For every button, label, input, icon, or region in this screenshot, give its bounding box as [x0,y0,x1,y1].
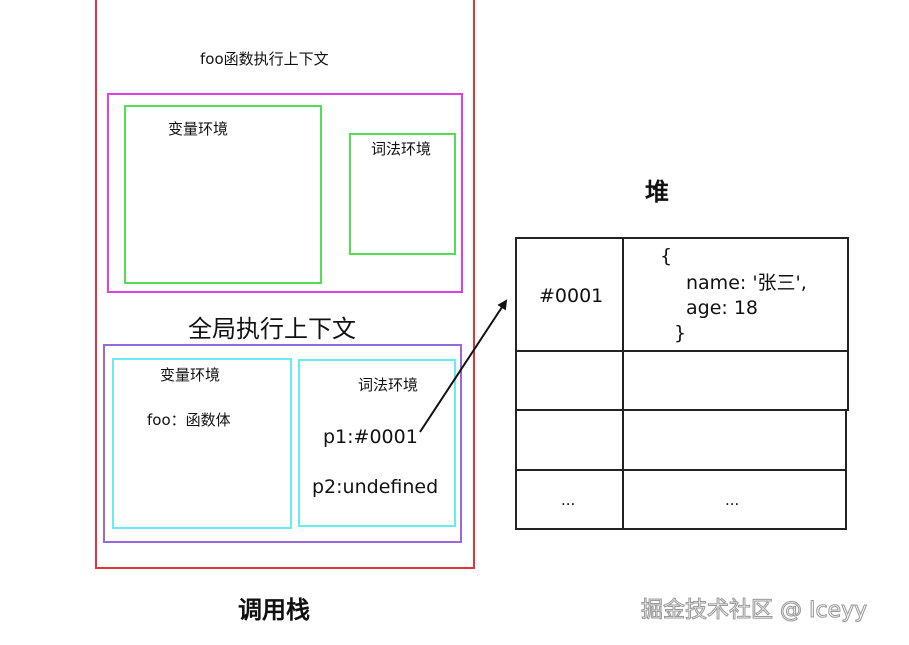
foo-lexical-env-label: 词法环境 [371,140,432,158]
heap-value-cell [622,409,847,471]
global-context-title: 全局执行上下文 [188,315,356,343]
object-brace-close: } [674,322,687,344]
global-lexical-environment [298,359,456,527]
object-age-prop: age: 18 [686,297,759,319]
watermark: 掘金技术社区 @ Iceyy [640,598,868,623]
heap-label: 堆 [645,178,669,206]
global-variable-environment [112,358,292,529]
global-lexical-env-label: 词法环境 [358,376,419,394]
foo-execution-context [107,93,463,293]
heap-value-cell [622,469,847,530]
heap-address-cell [515,469,624,530]
heap-address-ellipsis: ... [561,491,576,509]
call-stack-label: 调用栈 [238,596,310,624]
heap-value-ellipsis: ... [725,491,740,509]
foo-context-title: foo函数执行上下文 [200,50,329,68]
heap-value-cell [622,237,849,352]
global-variable-env-label: 变量环境 [160,366,221,384]
heap-address-cell [515,237,624,352]
global-execution-context [103,344,462,543]
foo-variable-environment [124,105,322,284]
global-variable-env-entry: foo：函数体 [147,411,231,429]
heap-address-cell [515,409,624,471]
foo-lexical-environment [349,133,456,255]
heap-value-cell [622,350,849,411]
lexical-entry-p2: p2:undefined [312,476,439,498]
heap-address-0001: #0001 [539,285,604,307]
object-brace-open: { [660,245,673,267]
heap-address-cell [515,350,624,411]
foo-variable-env-label: 变量环境 [168,120,229,138]
object-name-prop: name: '张三', [686,272,807,294]
lexical-entry-p1: p1:#0001 [323,426,418,448]
call-stack-frame [95,0,475,569]
